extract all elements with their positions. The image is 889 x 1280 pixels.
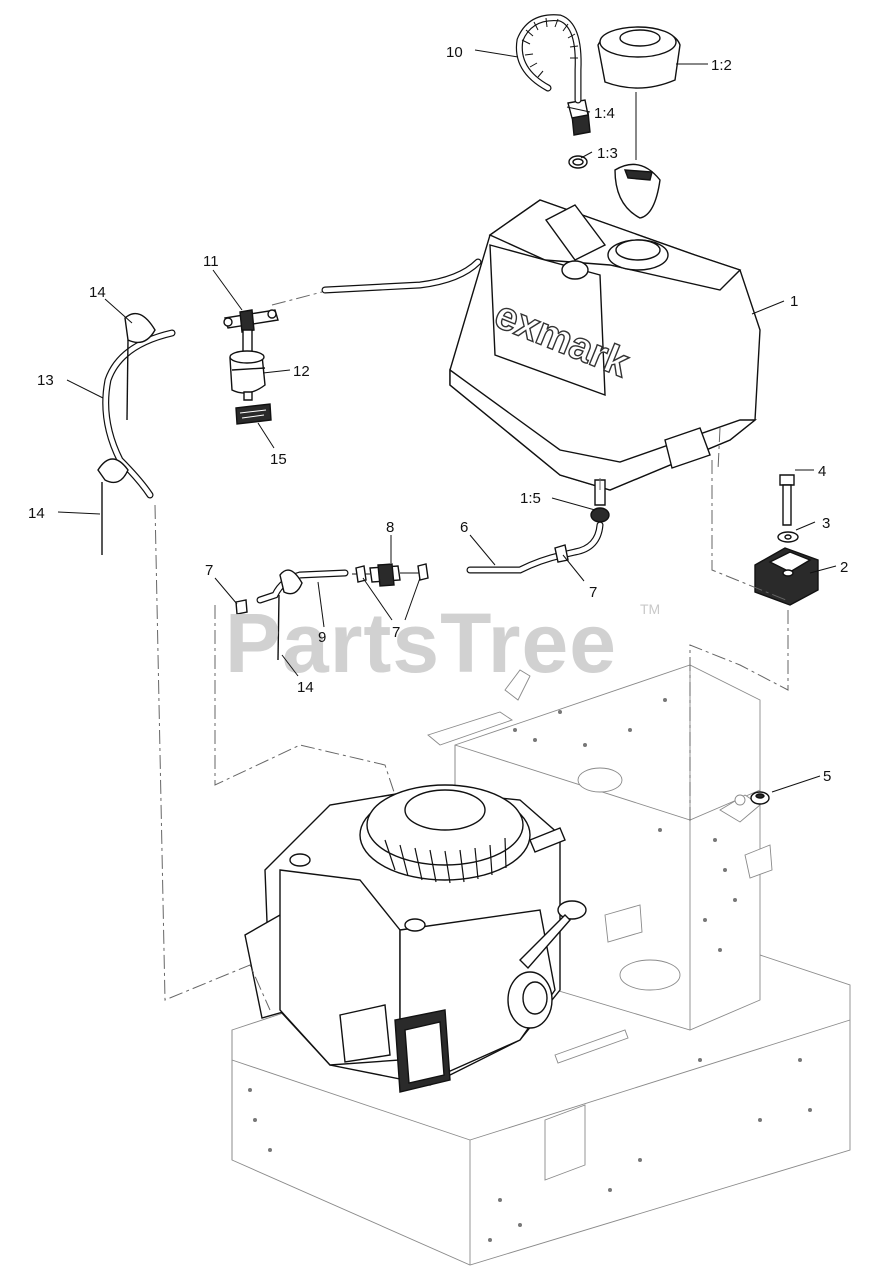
washer — [777, 531, 799, 543]
callout-5: 5 — [823, 768, 831, 785]
callout-2: 2 — [840, 559, 848, 576]
callout-10: 10 — [446, 44, 463, 61]
callout-12: 12 — [293, 363, 310, 380]
callout-14-bottom: 14 — [297, 679, 314, 696]
callout-15: 15 — [270, 451, 287, 468]
cable-ties — [97, 312, 303, 661]
tank-bracket — [754, 547, 819, 606]
callout-7-left: 7 — [205, 562, 213, 579]
assembly-lines — [154, 427, 789, 1011]
vent-hose — [515, 14, 582, 104]
fuel-line-upper — [271, 258, 482, 306]
callout-6: 6 — [460, 519, 468, 536]
grommet — [568, 155, 588, 169]
callout-9: 9 — [318, 629, 326, 646]
engine — [244, 784, 587, 1093]
vent-fitting — [567, 99, 591, 136]
nut — [750, 791, 770, 805]
watermark-text: PartsTree — [225, 596, 617, 690]
leader-lines — [57, 49, 837, 793]
callout-1-2: 1:2 — [711, 57, 732, 74]
fuel-line-6 — [466, 521, 604, 574]
callout-13: 13 — [37, 372, 54, 389]
callout-11: 11 — [203, 253, 219, 270]
fuel-cap — [597, 26, 681, 219]
callout-7-middle: 7 — [392, 624, 400, 641]
watermark: PartsTree TM — [225, 596, 660, 690]
callouts: 10 1:2 1:4 1:3 1 4 3 2 5 1:5 6 7 8 7 9 7… — [28, 44, 848, 785]
callout-8: 8 — [386, 519, 394, 536]
callout-1-5: 1:5 — [520, 490, 541, 507]
callout-4: 4 — [818, 463, 826, 480]
callout-3: 3 — [822, 515, 830, 532]
filter-label — [235, 403, 272, 425]
fuel-line-13 — [102, 329, 176, 499]
callout-14-top: 14 — [89, 284, 106, 301]
callout-1-3: 1:3 — [597, 145, 618, 162]
fuel-tank: exmark — [449, 199, 761, 491]
callout-14-left: 14 — [28, 505, 45, 522]
flywheel-fins — [384, 837, 507, 884]
hose-connector — [352, 563, 420, 587]
bolt — [779, 474, 795, 526]
callout-1-4: 1:4 — [594, 105, 615, 122]
frame-holes — [248, 698, 812, 1242]
callout-7-right: 7 — [589, 584, 597, 601]
fuel-tee — [223, 309, 279, 333]
watermark-trademark: TM — [640, 601, 660, 617]
callout-1: 1 — [790, 293, 798, 310]
fuel-filter — [229, 329, 266, 401]
